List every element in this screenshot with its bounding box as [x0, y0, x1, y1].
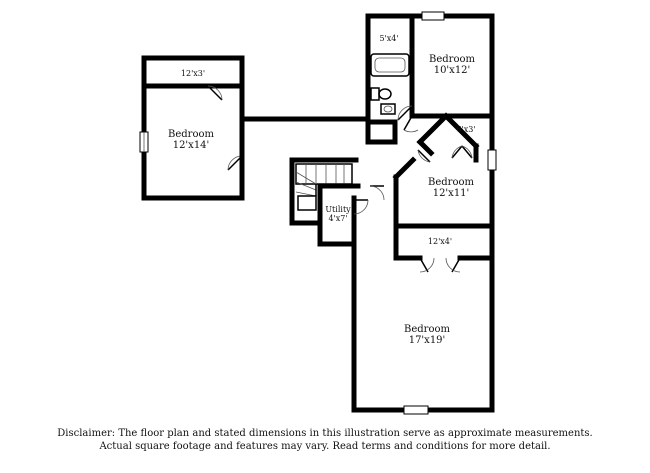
bottom-bedroom-name: Bedroom [404, 324, 450, 335]
bottom-window [403, 405, 429, 415]
bath-wall [365, 119, 398, 145]
bathtub [370, 53, 410, 77]
small-closet-dims: 6'x3' [456, 125, 475, 134]
sink [380, 103, 396, 115]
bath-door [397, 105, 413, 121]
bottom-closet-dims: 12'x4' [428, 237, 452, 246]
top-right-walls [365, 13, 495, 413]
mid-bedroom-name: Bedroom [428, 177, 474, 188]
hall-door [369, 185, 385, 201]
left-closet-dims: 12'x3' [181, 69, 205, 78]
utility-name: Utility [325, 205, 351, 214]
angled-walls [392, 112, 480, 229]
top-right-bedroom-name: Bedroom [429, 54, 475, 65]
left-bedroom-name: Bedroom [168, 129, 214, 140]
bath-dims: 5'x4' [379, 34, 398, 43]
stairs [295, 163, 353, 211]
utility-dims: 4'x7' [328, 214, 347, 223]
disclaimer-line-2: Actual square footage and features may v… [99, 441, 551, 452]
toilet [370, 87, 392, 101]
mid-bedroom-dims: 12'x11' [433, 188, 470, 199]
bottom-closet-doors [419, 257, 461, 273]
bottom-bedroom-dims: 17'x19' [409, 335, 446, 346]
top-right-bedroom-dims: 10'x12' [434, 65, 471, 76]
stair-walls [289, 157, 359, 226]
left-bedroom-walls [141, 55, 245, 201]
left-closet-door [207, 85, 223, 101]
utility-door [353, 199, 369, 215]
right-window [487, 149, 497, 171]
top-bedroom-door [403, 115, 419, 133]
utility-walls [317, 183, 361, 413]
small-closet-doors [451, 145, 473, 159]
bottom-walls [351, 223, 495, 413]
left-bedroom-window [139, 131, 149, 153]
top-window [421, 11, 445, 21]
disclaimer-line-1: Disclaimer: The floor plan and stated di… [57, 428, 593, 439]
left-bedroom-dims: 12'x14' [173, 140, 210, 151]
mid-bedroom-door [417, 149, 431, 163]
hallway-walls [239, 116, 371, 201]
